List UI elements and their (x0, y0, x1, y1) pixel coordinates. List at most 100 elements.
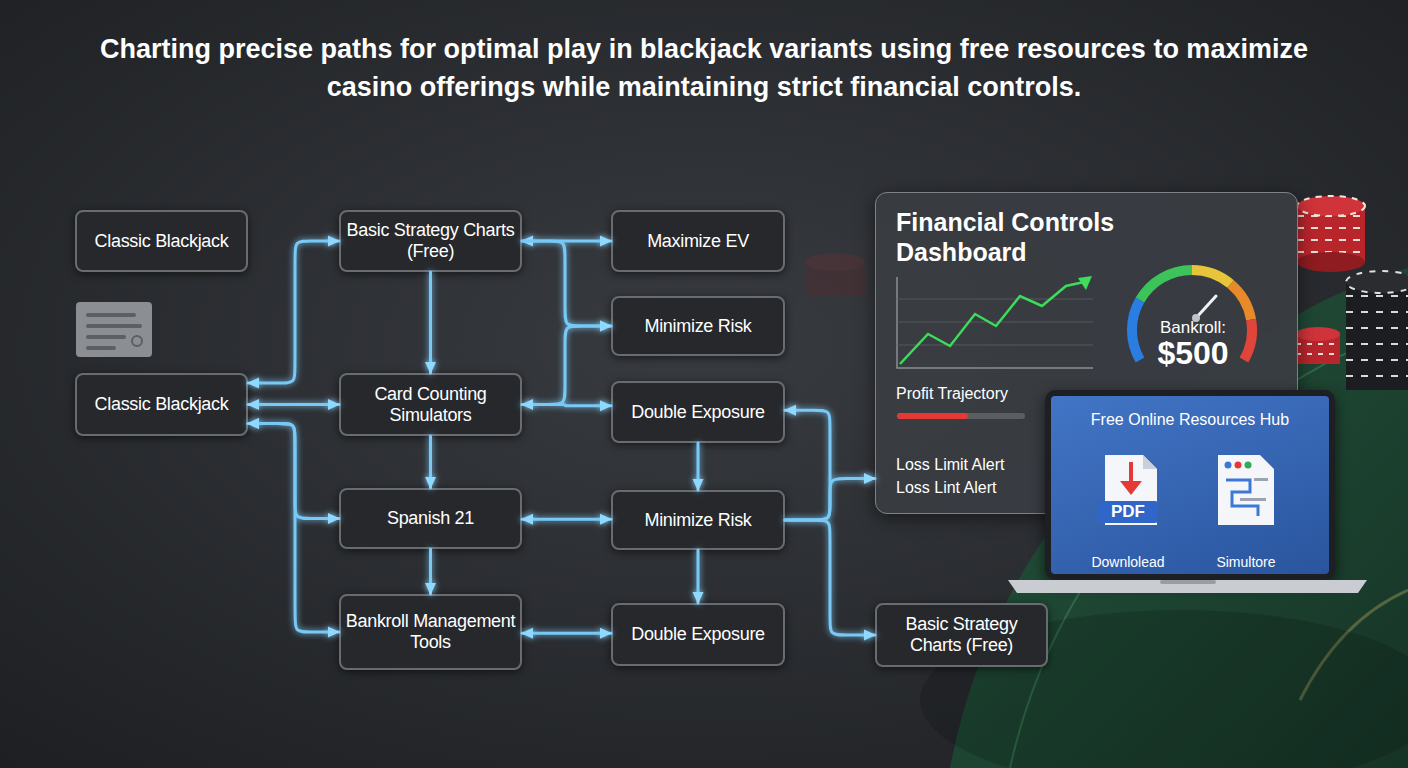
process-box: Classic Blackjack (75, 373, 248, 436)
node-label: Double Exposure (631, 402, 765, 423)
flow-connector (522, 240, 611, 243)
node-label: Bankroll Management Tools (345, 611, 516, 653)
document-icon (76, 302, 152, 357)
gauge-needle (1196, 296, 1216, 318)
process-box: Bankroll Management Tools (339, 594, 522, 670)
chip-edges (1297, 216, 1365, 252)
gauge-arc (1140, 270, 1192, 300)
chip-stack-black (1346, 271, 1408, 390)
diagram-title: Charting precise paths for optimal play … (72, 30, 1336, 106)
simulator-dot (1245, 462, 1252, 469)
flow-connector (522, 326, 611, 405)
flow-connector (429, 549, 432, 594)
pdf-page (1105, 455, 1157, 525)
node-label: Classic Blackjack (95, 394, 229, 415)
document-line (86, 313, 136, 317)
laptop-base (1008, 580, 1367, 593)
chip-top (1297, 196, 1365, 216)
flow-connector (429, 272, 432, 373)
chart-axes (897, 277, 1093, 368)
chip-body (1346, 282, 1408, 390)
process-box: Spanish 21 (339, 488, 522, 549)
flow-connector (522, 241, 611, 326)
simulator-page (1218, 455, 1274, 525)
simulator-flow (1226, 480, 1258, 516)
process-box: Basic Strategy Charts (Free) (875, 603, 1048, 667)
flow-connector (248, 423, 339, 632)
chip-edges (1296, 344, 1340, 354)
node-label: Spanish 21 (387, 508, 474, 529)
process-box: Card Counting Simulators (339, 373, 522, 436)
laptop-notch (1160, 580, 1216, 584)
process-box: Double Exposure (611, 381, 785, 443)
flow-connector (522, 632, 611, 635)
process-box: Basic Strategy Charts (Free) (339, 210, 522, 272)
node-label: Financial Controls Dashboard (896, 207, 1146, 267)
simulator-dot (1235, 462, 1242, 469)
process-box: Maximize EV (611, 210, 785, 272)
chip-stack-small (1296, 327, 1340, 364)
flow-connector (248, 423, 339, 518)
node-label: Double Exposure (631, 624, 765, 645)
node-label: Basic Strategy Charts (Free) (345, 220, 516, 262)
title-area: Charting precise paths for optimal play … (0, 30, 1408, 106)
node-detail: Loss Limit Alert (896, 455, 1116, 475)
node-detail: Profit Trajectory (896, 384, 1116, 404)
node-label: Card Counting Simulators (345, 384, 516, 426)
simulator-dot (1225, 462, 1232, 469)
chip-stack-red (1297, 196, 1365, 272)
pdf-fold (1143, 455, 1157, 469)
node-detail: Loss Lint Alert (896, 478, 1116, 498)
process-box: Minimize Risk (611, 296, 785, 356)
node-detail: Bankroll: (1133, 317, 1253, 338)
document-line (86, 335, 126, 339)
laptop-screen: Free Online Resources HubPDFDownloleadSi… (1045, 390, 1335, 580)
document-badge (132, 336, 142, 346)
flow-connector (785, 410, 830, 520)
flow-connector (522, 405, 611, 406)
process-box: Minimize Risk (611, 490, 785, 550)
flow-connector (697, 550, 700, 603)
flow-connector (697, 443, 700, 490)
document-card (76, 302, 152, 357)
simulator-line (1254, 478, 1268, 481)
download-arrow-head (1120, 481, 1142, 495)
chip-top (1346, 271, 1408, 293)
connector-group (248, 241, 875, 635)
flow-connector (248, 241, 339, 383)
chip-bottom (1297, 252, 1365, 272)
node-label: Free Online Resources Hub (1051, 410, 1329, 430)
node-label: Maximize EV (647, 231, 749, 252)
gauge-arc (1244, 320, 1252, 360)
profit-line (900, 282, 1084, 364)
simulator-line (1240, 498, 1266, 501)
chart-grid (897, 299, 1093, 345)
document-line (86, 346, 116, 350)
process-box: Double Exposure (611, 603, 785, 666)
chip-stack-faint (805, 253, 865, 296)
flow-connector (248, 403, 339, 406)
process-box: Classic Blackjack (75, 210, 248, 272)
gauge-arc (1192, 270, 1231, 284)
download-arrow (1129, 462, 1133, 485)
progress-fill (897, 413, 968, 419)
node-label: Minimize Risk (644, 316, 751, 337)
node-label: Basic Strategy Charts (Free) (881, 614, 1042, 656)
node-detail: Simultore (1186, 553, 1306, 571)
gauge-arc (1132, 300, 1140, 360)
profit-arrow (1078, 276, 1092, 290)
progress-track (897, 413, 1025, 419)
document-line (86, 324, 142, 328)
flow-connector (429, 436, 432, 488)
chip-top (805, 253, 865, 271)
node-label: Minimize Risk (644, 510, 751, 531)
flow-connector (785, 479, 875, 520)
flow-connector (785, 520, 875, 635)
chip-top (1296, 327, 1340, 341)
node-detail: Downlolead (1068, 553, 1188, 571)
node-label: Classic Blackjack (95, 231, 229, 252)
